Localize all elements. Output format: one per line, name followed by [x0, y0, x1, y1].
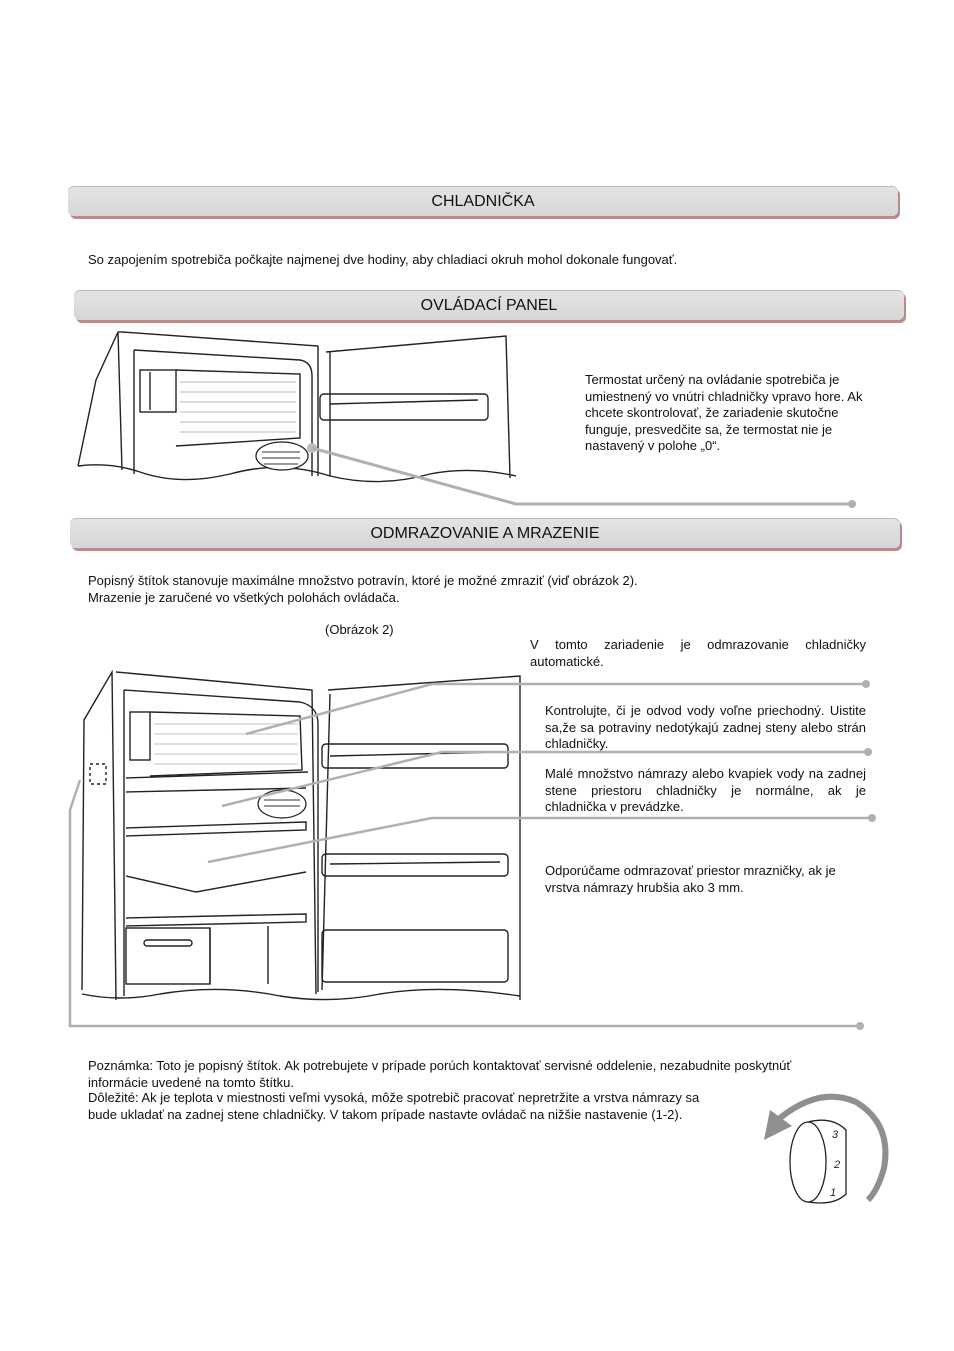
note-drain: Kontrolujte, či je odvod vody voľne prie…	[545, 703, 866, 751]
defrost-intro-line-1: Popisný štítok stanovuje maximálne množs…	[88, 573, 638, 588]
note-automatic-defrost: V tomto zariadenie je odmrazovanie chlad…	[530, 637, 866, 669]
footer-important: Dôležité: Ak je teplota v miestnosti veľ…	[88, 1090, 700, 1122]
defrost-intro-line-2: Mrazenie je zaručené vo všetkých polohác…	[88, 590, 400, 605]
note-defrost-freezer: Odporúčame odmrazovať priestor mrazničky…	[545, 863, 836, 895]
section-title-control-panel: OVLÁDACÍ PANEL	[74, 290, 904, 320]
dial-label-3: 3	[832, 1129, 839, 1141]
thermostat-description: Termostat určený na ovládanie spotrebiča…	[585, 372, 863, 453]
section-title-fridge: CHLADNIČKA	[68, 186, 898, 216]
intro-text: So zapojením spotrebiča počkajte najmene…	[88, 252, 678, 267]
footer-note: Poznámka: Toto je popisný štítok. Ak pot…	[88, 1058, 792, 1090]
rotation-arrow-icon	[764, 1110, 792, 1140]
dial-label-2: 2	[833, 1159, 840, 1171]
figure-caption: (Obrázok 2)	[325, 622, 394, 637]
note-frost-normal: Malé množstvo námrazy alebo kvapiek vody…	[545, 766, 866, 814]
dial-label-1: 1	[830, 1187, 836, 1199]
section-title-defrost: ODMRAZOVANIE A MRAZENIE	[70, 518, 900, 548]
